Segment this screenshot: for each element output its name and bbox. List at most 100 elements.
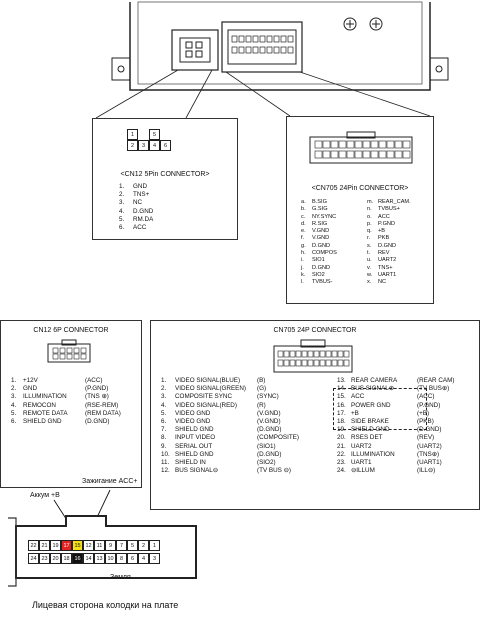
plug-pin: 22 xyxy=(28,540,39,551)
plug-pin: 23 xyxy=(39,553,50,564)
label-ignition-acc: Зажигание ACC+ xyxy=(82,478,138,485)
cn705-24pin-panel: <CN705 24Pin CONNECTOR> a.B.SIG b.G.SIG … xyxy=(286,116,434,304)
plug-pin: 14 xyxy=(83,553,94,564)
plug-pin: 9 xyxy=(105,540,116,551)
list-item: 1.GND xyxy=(119,183,147,190)
plug-pin: 24 xyxy=(28,553,39,564)
cn705-24p-pin-diagram xyxy=(273,339,353,373)
plug-pin: 4 xyxy=(138,553,149,564)
list-item: 1.VIDEO SIGNAL(BLUE)(B) xyxy=(161,377,266,384)
plug-caption: Лицевая сторона колодки на плате xyxy=(32,600,179,610)
list-item: d.R.SIG xyxy=(301,220,328,227)
list-item: b.G.SIG xyxy=(301,206,328,213)
list-item: 5.REMOTE DATA(REM DATA) xyxy=(11,409,121,417)
list-item: 4.D.GND xyxy=(119,207,154,215)
list-item: 5.RM.DA xyxy=(119,215,154,223)
list-item: 5.VIDEO GND(V.GND) xyxy=(161,409,281,417)
plug-pin: 21 xyxy=(39,540,50,551)
plug-pin: 5 xyxy=(127,540,138,551)
list-item: 22.ILLUMINATION(TNS⊕) xyxy=(337,450,440,458)
list-item: 15.ACC(ACC) xyxy=(337,393,435,401)
list-item: 11.SHIELD IN(SIO2) xyxy=(161,459,276,467)
list-item: 6.VIDEO GND(V.GND) xyxy=(161,418,281,426)
list-item: k.SIO2 xyxy=(301,271,325,278)
list-item: 19.SHIELD GND(D.GND) xyxy=(337,426,442,434)
cn12-6p-pin-diagram xyxy=(47,339,91,363)
list-item: i.SIO1 xyxy=(301,257,325,264)
list-item: x.NC xyxy=(367,279,387,286)
list-item: q.+B xyxy=(367,228,385,235)
pin-cell: 3 xyxy=(138,140,149,151)
plug-pin: 11 xyxy=(94,540,105,551)
cn12-5pin-list: 1.GND 2.TNS+ 3.NC 4.D.GND 5.RM.DA 6.ACC xyxy=(119,183,153,232)
list-item: j.D.GND xyxy=(301,264,331,271)
list-item: a.B.SIG xyxy=(301,199,327,205)
list-item: u.UART2 xyxy=(367,257,397,264)
list-item: c.NY.SYNC xyxy=(301,213,337,220)
label-battery-b: Аккум +B xyxy=(30,492,60,499)
label-ground: Земля xyxy=(110,574,131,581)
plug-pin: 10 xyxy=(105,553,116,564)
list-item: 10.SHIELD GND(D.GND) xyxy=(161,450,282,458)
plug-pin-grid: 22 21 19 17 15 12 11 9 7 5 2 1 24 23 20 … xyxy=(28,540,160,564)
list-item: 16.POWER GND(P.GND) xyxy=(337,401,441,409)
cn705-24p-right-list: 13.REAR CAMERA(REAR CAM) 14.BUS SIGNAL⊕(… xyxy=(337,377,454,475)
list-item: e.V.GND xyxy=(301,228,330,235)
list-item: p.P.GND xyxy=(367,220,395,227)
cn12-5pin-title: <CN12 5Pin CONNECTOR> xyxy=(120,171,210,178)
list-item: 21.UART2(UART2) xyxy=(337,442,442,450)
list-item: 2.TNS+ xyxy=(119,191,150,199)
plug-pin: 13 xyxy=(94,553,105,564)
list-item: 14.BUS SIGNAL⊕(TV BUS⊕) xyxy=(337,385,450,393)
cn705-24p-panel: CN705 24P CONNECTOR 1.VIDEO SIGNAL(BLUE)… xyxy=(150,320,480,510)
plug-pin: 1 xyxy=(149,540,160,551)
cn705-24pin-left-list: a.B.SIG b.G.SIG c.NY.SYNC d.R.SIG e.V.GN… xyxy=(301,199,337,287)
plug-pin: 20 xyxy=(50,553,61,564)
plug-pin-17-battery: 17 xyxy=(61,540,72,551)
cn12-6p-panel: CN12 6P CONNECTOR 1.+12V(ACC) 2.GND(P.GN… xyxy=(0,320,142,488)
cn705-24pin-title: <CN705 24Pin CONNECTOR> xyxy=(311,185,409,192)
cn12-6p-list: 1.+12V(ACC) 2.GND(P.GND) 3.ILLUMINATION(… xyxy=(11,377,121,426)
list-item: h.COMPOS xyxy=(301,250,337,257)
plug-pin: 18 xyxy=(61,553,72,564)
list-item: 8.INPUT VIDEO(COMPOSITE) xyxy=(161,434,299,442)
plug-pin: 6 xyxy=(127,553,138,564)
cn705-24p-left-list: 1.VIDEO SIGNAL(BLUE)(B) 2.VIDEO SIGNAL(G… xyxy=(161,377,299,475)
cn12-5pin-pin-diagram: 1 5 2 3 4 6 xyxy=(127,129,171,151)
list-item: 2.VIDEO SIGNAL(GREEN)(G) xyxy=(161,385,267,393)
cn12-5pin-panel: 1 5 2 3 4 6 <CN12 5Pin CONNECTOR> 1.GND … xyxy=(92,118,238,240)
list-item: w.UART1 xyxy=(367,271,397,278)
pin-cell: 6 xyxy=(160,140,171,151)
list-item: 17.+B(+B) xyxy=(337,409,430,417)
list-item: t.REV xyxy=(367,250,390,257)
device-rear-panel-drawing xyxy=(95,1,449,119)
pin-cell: 4 xyxy=(149,140,160,151)
list-item: 12.BUS SIGNAL⊖(TV BUS ⊖) xyxy=(161,467,291,475)
highlight-dashed-frame xyxy=(333,388,427,430)
plug-pin: 7 xyxy=(116,540,127,551)
list-item: 6.SHIELD GND(D.GND) xyxy=(11,418,110,426)
pin-cell: 1 xyxy=(127,129,138,140)
list-item: 4.REMOCON(RSE-REM) xyxy=(11,401,119,409)
list-item: l.TVBUS- xyxy=(301,279,333,286)
cn705-24pin-right-list: m.REAR_CAM. n.TVBUS+ o.ACC p.P.GND q.+B … xyxy=(367,199,411,287)
list-item: 1.+12V(ACC) xyxy=(11,377,103,384)
list-item: 4.VIDEO SIGNAL(RED)(R) xyxy=(161,401,266,409)
list-item: r.PKB xyxy=(367,235,390,242)
list-item: s.D.GND xyxy=(367,242,397,249)
list-item: 24.⊖ILLUM(ILL⊖) xyxy=(337,467,436,475)
list-item: o.ACC xyxy=(367,213,390,220)
plug-pin: 8 xyxy=(116,553,127,564)
pin-cell: 5 xyxy=(149,129,160,140)
cn705-24pin-pin-diagram xyxy=(309,131,413,164)
cn705-24p-title: CN705 24P CONNECTOR xyxy=(273,327,357,334)
list-item: 6.ACC xyxy=(119,224,147,232)
list-item: f.V.GND xyxy=(301,235,330,242)
plug-pin-15-acc: 15 xyxy=(72,540,83,551)
pin-cell: 2 xyxy=(127,140,138,151)
plug-pin: 19 xyxy=(50,540,61,551)
list-item: 3.ILLUMINATION(TNS ⊕) xyxy=(11,393,109,401)
list-item: g.D.GND xyxy=(301,242,331,249)
plug-pin: 12 xyxy=(83,540,94,551)
list-item: 3.NC xyxy=(119,199,143,207)
